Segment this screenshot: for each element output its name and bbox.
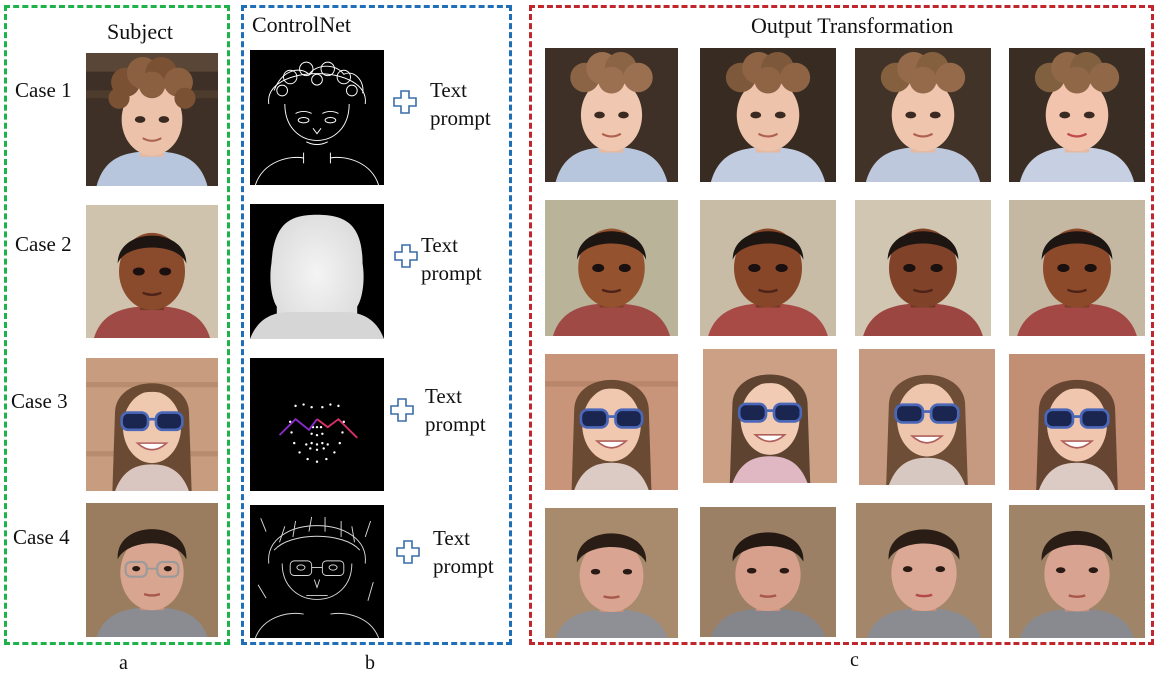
text-prompt-case-2: Text prompt xyxy=(421,233,482,285)
output-photo-case-2 xyxy=(855,200,991,336)
output-photo-case-1 xyxy=(545,48,678,182)
plus-icon xyxy=(393,243,419,269)
controlnet-facial-landmark-map xyxy=(250,358,384,491)
output-photo-case-2 xyxy=(545,200,678,336)
output-photo-case-1 xyxy=(700,48,836,182)
panel-b-title: ControlNet xyxy=(252,12,351,37)
subject-photo-case-4 xyxy=(86,503,218,637)
panel-b-label: b xyxy=(365,652,375,674)
subject-photo-case-2 xyxy=(86,205,218,338)
output-photo-case-1 xyxy=(1009,48,1145,182)
output-photo-case-3 xyxy=(703,349,837,483)
plus-icon xyxy=(392,89,418,115)
panel-subject xyxy=(4,5,230,645)
output-photo-case-4 xyxy=(1009,505,1145,638)
output-photo-case-3 xyxy=(545,354,678,490)
output-photo-case-1 xyxy=(855,48,991,182)
plus-icon xyxy=(389,397,415,423)
case-label-1: Case 1 xyxy=(15,78,72,102)
panel-controlnet xyxy=(241,5,512,645)
text-prompt-case-3: Text prompt xyxy=(425,384,486,436)
controlnet-edge-detail-map xyxy=(250,505,384,638)
output-photo-case-2 xyxy=(1009,200,1145,336)
panel-a-label: a xyxy=(119,652,128,674)
plus-icon xyxy=(395,539,421,565)
output-photo-case-3 xyxy=(859,349,995,485)
output-photo-case-4 xyxy=(545,508,678,638)
controlnet-canny-edge-map xyxy=(250,50,384,185)
output-photo-case-4 xyxy=(856,503,992,638)
case-label-2: Case 2 xyxy=(15,232,72,256)
output-photo-case-3 xyxy=(1009,354,1145,490)
controlnet-depth-map xyxy=(250,204,384,339)
subject-photo-case-1 xyxy=(86,53,218,186)
output-photo-case-2 xyxy=(700,200,836,336)
case-label-4: Case 4 xyxy=(13,525,70,549)
panel-output-transformation xyxy=(529,5,1154,645)
output-photo-case-4 xyxy=(700,507,836,637)
text-prompt-case-4: Text prompt xyxy=(433,526,494,578)
text-prompt-case-1: Text prompt xyxy=(430,78,491,130)
subject-photo-case-3 xyxy=(86,358,218,491)
case-label-3: Case 3 xyxy=(11,389,68,413)
panel-c-label: c xyxy=(850,649,859,671)
panel-c-title: Output Transformation xyxy=(751,13,954,38)
panel-a-title: Subject xyxy=(107,19,173,44)
